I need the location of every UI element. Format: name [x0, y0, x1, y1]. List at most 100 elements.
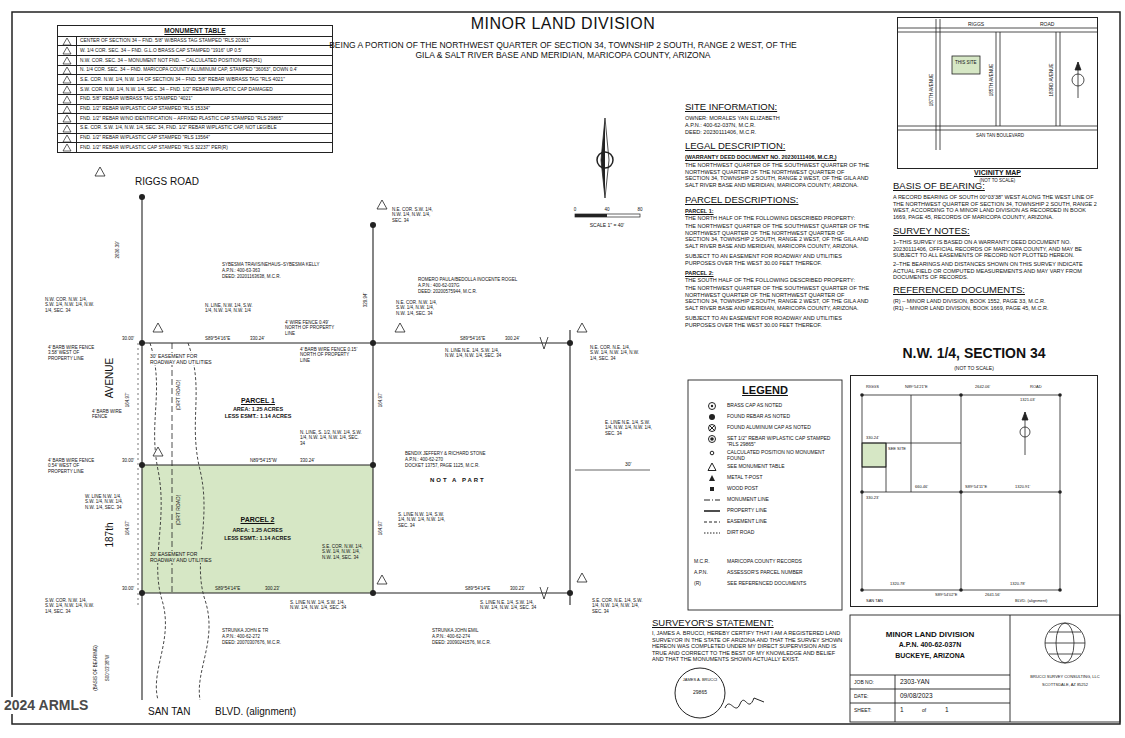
- legend-text: SEE REFERENCED DOCUMENTS: [727, 580, 835, 586]
- inset-map-label: 330.24': [866, 436, 879, 441]
- note-text: PARCEL DESCRIPTIONS:: [685, 194, 799, 205]
- label-wrap: 4' BARB WIRE FENCE 3.58' WEST OF PROPERT…: [48, 345, 104, 361]
- plat-label: STRUNKA JOHN E TR: [222, 628, 268, 633]
- monument-triangle: [58, 124, 76, 133]
- plat-label: 164.97': [378, 521, 383, 536]
- inset-map-label: S89°54'11"E: [965, 485, 987, 490]
- legend-row: PROPERTY LINE: [703, 507, 839, 513]
- plat-label: BENDIX JEFFERY & RICHARD STONE: [405, 451, 486, 456]
- vicinity-map-label: RIGGS: [968, 21, 984, 27]
- note-text: 2–THE BEARINGS AND DISTANCES SHOWN ON TH…: [893, 261, 1098, 281]
- label-wrap: 330.23': [866, 496, 879, 501]
- note-text: (R1) – MINOR LAND DIVISION, BOOK 1669, P…: [893, 305, 1048, 312]
- label-wrap: DEED: 20230111406, M.C.R.: [685, 129, 756, 136]
- vicinity-map-drawing: [898, 19, 1097, 150]
- note-text: I, JAMES A. BRUCCI, HEREBY CERTIFY THAT …: [652, 630, 847, 663]
- label-wrap: DATE:: [854, 693, 868, 699]
- note-text: (R) – MINOR LAND DIVISION, BOOK 1552, PA…: [893, 298, 1045, 305]
- label-wrap: W. LINE N.W. 1/4, S.W. 1/4, N.W. 1/4, N.…: [85, 494, 130, 510]
- box-heading: N.W. 1/4, SECTION 34: [851, 345, 1097, 362]
- table-row: FND. 5/8" REBAR W/BRASS TAG STAMPED "402…: [58, 95, 332, 105]
- plat-label: N. LINE, N.W. 1/4, S.W. 1/4, N.W. 1/4, N…: [205, 303, 260, 314]
- label-wrap: ROAD: [1030, 385, 1042, 390]
- table-row: CENTER OF SECTION 34 – FND. 5/8" W/BRASS…: [58, 37, 332, 47]
- label-wrap: 1320.91': [1015, 485, 1030, 490]
- note-text: PARCEL 1:: [685, 208, 714, 215]
- label-wrap: 329.94': [363, 293, 368, 308]
- table-row: N. 1/4 COR. SEC. 34 – FND. MARICOPA COUN…: [58, 66, 332, 76]
- label-wrap: 09/08/2023: [900, 692, 933, 700]
- plat-label: S. LINE N.W. 1/4, S.W. 1/4, N.W. 1/4, N.…: [290, 600, 348, 611]
- label-wrap: PARCEL 1: [241, 397, 275, 405]
- label-wrap: 80: [637, 207, 642, 212]
- plat-label: AREA: 1.25 ACRES: [233, 406, 283, 413]
- label-wrap: 2024 ARMLS: [4, 697, 88, 714]
- label-wrap: 2303-YAN: [900, 678, 930, 686]
- heading-wrap: (NOT TO SCALE): [898, 178, 1097, 183]
- plat-label: PARCEL 1: [241, 397, 275, 405]
- monument-triangle: [58, 105, 76, 114]
- label-wrap: N.W. COR. N.W. 1/4, S.W. 1/4, N.W. 1/4, …: [45, 297, 95, 313]
- legend-symbol: [703, 412, 721, 422]
- note-text: A RECORD BEARING OF SOUTH 00°03'38" WEST…: [893, 194, 1098, 220]
- table-cell-text: S.E. COR. N.W. 1/4, N.W. 1/4 OF SECTION …: [77, 75, 288, 84]
- plat-label: 187th: [104, 522, 116, 547]
- legend-row: SET 1/2" REBAR W/PLASTIC CAP STAMPED "RL…: [703, 435, 839, 447]
- sheet-border: [12, 12, 1120, 724]
- plat-label: A.P.N.: 400-63-363: [222, 268, 260, 273]
- label-wrap: DEED: 20090241576, M.C.R.: [432, 640, 491, 645]
- label-wrap: 30' EASEMENT FOR ROADWAY AND UTILITIES: [150, 551, 212, 563]
- plat-label: S89°54'16"E: [205, 336, 230, 341]
- label-wrap: E. LINE N.E. 1/4, S.W. 1/4, N.W. 1/4, N.…: [605, 420, 655, 436]
- plat-label: S89°54'14"E: [465, 586, 490, 591]
- label-wrap: 4' BARB WIRE FENCE 0.15' NORTH OF PROPER…: [300, 347, 358, 363]
- label-wrap: STRUNKA JOHN E TR: [222, 628, 268, 633]
- title-wrap: MINOR LAND DIVISION: [471, 14, 656, 33]
- legend-symbol: [703, 484, 721, 494]
- label-wrap: BRUCCI SURVEY CONSULTING, LLC: [1030, 675, 1099, 680]
- plat-label: S.W. COR. N.W. 1/4, S.W. 1/4, N.W. 1/4, …: [45, 598, 95, 614]
- label-wrap: SAN TAN: [148, 706, 190, 718]
- plat-label: N.W. COR. N.W. 1/4, S.W. 1/4, N.W. 1/4, …: [45, 297, 95, 313]
- table-cell: [58, 134, 77, 143]
- scale-text: SCALE 1" = 40': [590, 222, 625, 228]
- legend-symbol: [703, 462, 721, 472]
- plat-label: 30' EASEMENT FOR ROADWAY AND UTILITIES: [150, 353, 212, 365]
- label-wrap: 1320.78': [1010, 582, 1025, 587]
- plat-label: E. LINE N.E. 1/4, S.W. 1/4, N.W. 1/4, N.…: [605, 420, 655, 436]
- legend-text: METAL T-POST: [727, 474, 835, 480]
- table-row: S.W. COR. N.W. 1/4, N.W. 1/4, SEC. 34 – …: [58, 85, 332, 95]
- monument-triangle: [58, 114, 76, 123]
- label-wrap: S89°54'16"E: [460, 336, 485, 341]
- label-wrap: N89°54'21"E: [905, 385, 928, 390]
- box-subheading: (NOT TO SCALE): [898, 178, 1097, 183]
- plat-label: 4' BARB WIRE FENCE 0.54' WEST OF PROPERT…: [48, 458, 104, 474]
- subtitle-text: BEING A PORTION OF THE NORTHWEST QUARTER…: [323, 40, 803, 60]
- vicinity-map-label: SAN TAN BOULEVARD: [976, 133, 1024, 138]
- scale-text: 40: [604, 207, 609, 212]
- label-wrap: SAN TAN: [866, 599, 883, 604]
- note-text: THE NORTHWEST QUARTER OF THE SOUTHWEST Q…: [685, 162, 870, 188]
- plat-label: A.P.N.: 400-62-037G: [418, 283, 459, 288]
- heading-wrap: (NOT TO SCALE): [851, 365, 1097, 371]
- table-row: N.W. COR. SEC. 34 – MONUMENT NOT FND. – …: [58, 56, 332, 66]
- title-block-text: SCOTTSDALE, AZ 85252: [1042, 683, 1088, 688]
- plat-label: DEED: 20070307676, M.C.R.: [222, 640, 281, 645]
- inset-map-label: 330.23': [866, 496, 879, 501]
- table-cell: [58, 114, 77, 123]
- label-wrap: THE NORTHWEST QUARTER OF THE SOUTHWEST Q…: [685, 162, 870, 188]
- label-wrap: of: [922, 707, 926, 713]
- label-wrap: A.P.N.: 400-62-037N, M.C.R.: [685, 122, 756, 129]
- label-wrap: N. LINE, N.W. 1/4, S.W. 1/4, N.W. 1/4, N…: [205, 303, 260, 314]
- label-wrap: 1–THIS SURVEY IS BASED ON A WARRANTY DEE…: [893, 239, 1098, 259]
- title-block-text: 29865: [693, 689, 707, 695]
- table-cell: [58, 56, 77, 65]
- label-wrap: (R1) – MINOR LAND DIVISION, BOOK 1669, P…: [893, 305, 1048, 312]
- box-text: BUCKEYE, ARIZONA: [895, 652, 965, 660]
- label-wrap: 4' WIRE FENCE 0.49' NORTH OF PROPERTY LI…: [285, 320, 337, 336]
- inset-map-label: 1320.78': [890, 582, 905, 587]
- plat-label: 300.23': [510, 586, 525, 591]
- label-wrap: (BASIS OF BEARING): [93, 645, 98, 690]
- plat-label: S89°54'14"E: [215, 586, 240, 591]
- plat-label: (BASIS OF BEARING): [93, 645, 98, 690]
